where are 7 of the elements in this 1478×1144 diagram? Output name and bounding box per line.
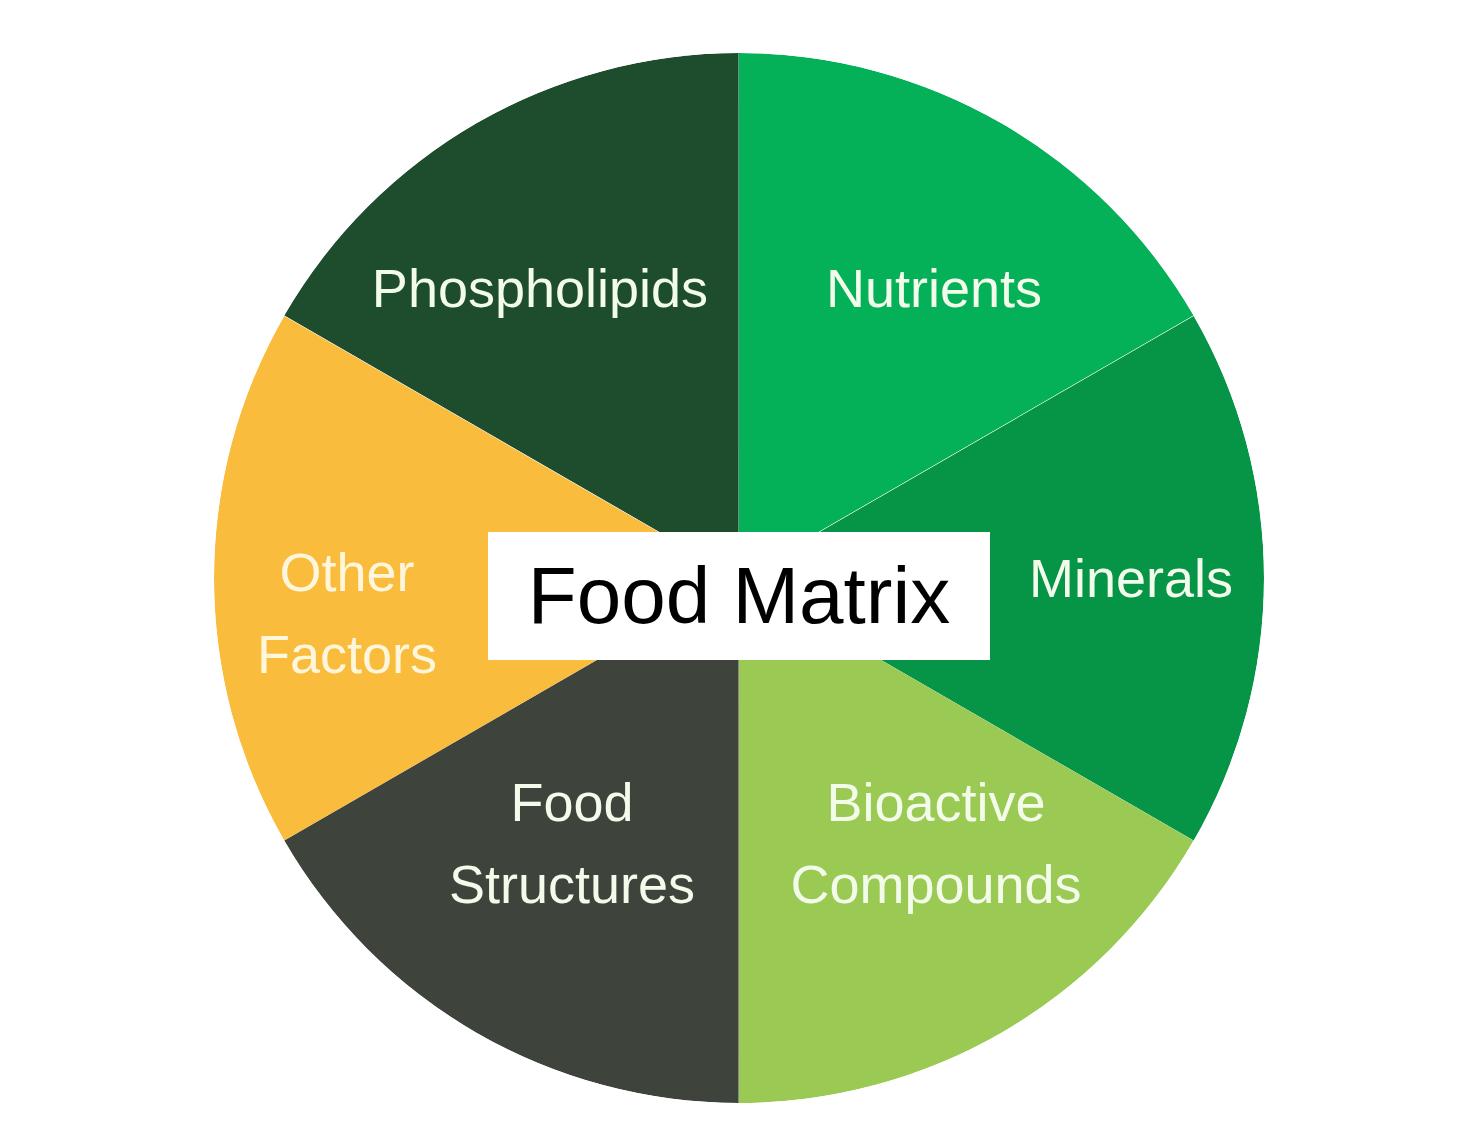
segment-label: Bioactive Compounds (790, 771, 1082, 916)
segment-label: Food Structures (448, 771, 695, 916)
center-title: Food Matrix (488, 532, 990, 660)
segment-label: Other Factors (257, 541, 437, 686)
segment-label: Nutrients (825, 257, 1043, 320)
segment-label: Phospholipids (371, 257, 709, 320)
segment-label: Minerals (1028, 547, 1234, 610)
